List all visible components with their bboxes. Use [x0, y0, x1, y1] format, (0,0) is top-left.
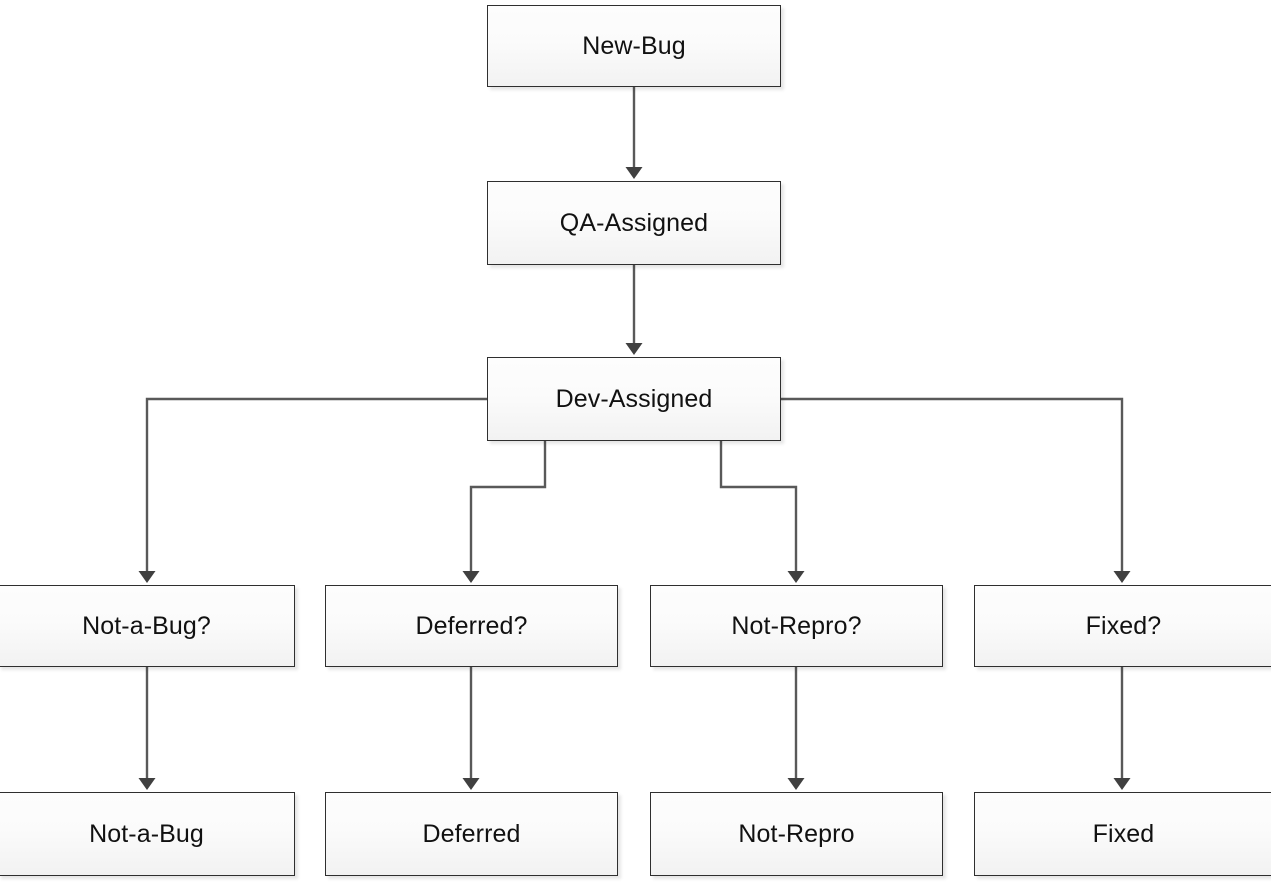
- node-fixed[interactable]: Fixed: [974, 792, 1271, 876]
- edge-e-deferred-q-to-node: [462, 667, 480, 790]
- node-new-bug[interactable]: New-Bug: [487, 5, 781, 87]
- arrowhead-icon: [1113, 778, 1131, 790]
- edge-e-dev-to-not-repro-q: [719, 441, 805, 583]
- node-label-new-bug: New-Bug: [582, 31, 686, 60]
- edge-e-dev-to-not-a-bug-q: [138, 397, 487, 583]
- node-dev-assigned[interactable]: Dev-Assigned: [487, 357, 781, 441]
- node-label-deferred: Deferred: [422, 819, 521, 848]
- node-label-qa-assigned: QA-Assigned: [559, 208, 709, 237]
- node-not-a-bug[interactable]: Not-a-Bug: [0, 792, 295, 876]
- edge-e-new-to-qa: [625, 87, 643, 179]
- node-not-repro[interactable]: Not-Repro: [650, 792, 943, 876]
- node-deferred-q[interactable]: Deferred?: [325, 585, 618, 667]
- edge-e-dev-to-deferred-q: [462, 441, 547, 583]
- node-label-fixed: Fixed: [1092, 819, 1155, 848]
- edge-e-not-a-bug-q-to-node: [138, 667, 156, 790]
- node-qa-assigned[interactable]: QA-Assigned: [487, 181, 781, 265]
- node-label-deferred-q: Deferred?: [415, 611, 528, 640]
- arrowhead-icon: [138, 778, 156, 790]
- node-not-a-bug-q[interactable]: Not-a-Bug?: [0, 585, 295, 667]
- node-label-fixed-q: Fixed?: [1085, 611, 1162, 640]
- edge-e-not-repro-q-to-node: [787, 667, 805, 790]
- node-label-not-repro-q: Not-Repro?: [731, 611, 862, 640]
- node-label-not-repro: Not-Repro: [738, 819, 855, 848]
- node-deferred[interactable]: Deferred: [325, 792, 618, 876]
- edge-e-dev-to-fixed-q: [781, 397, 1131, 583]
- node-fixed-q[interactable]: Fixed?: [974, 585, 1271, 667]
- node-label-not-a-bug-q: Not-a-Bug?: [82, 611, 211, 640]
- node-not-repro-q[interactable]: Not-Repro?: [650, 585, 943, 667]
- edge-e-fixed-q-to-node: [1113, 667, 1131, 790]
- arrowhead-icon: [625, 343, 643, 355]
- node-label-not-a-bug: Not-a-Bug: [89, 819, 204, 848]
- arrowhead-icon: [462, 571, 480, 583]
- arrowhead-icon: [462, 778, 480, 790]
- edge-e-qa-to-dev: [625, 265, 643, 355]
- arrowhead-icon: [625, 167, 643, 179]
- arrowhead-icon: [138, 571, 156, 583]
- arrowhead-icon: [1113, 571, 1131, 583]
- arrowhead-icon: [787, 571, 805, 583]
- node-label-dev-assigned: Dev-Assigned: [555, 384, 713, 413]
- arrowhead-icon: [787, 778, 805, 790]
